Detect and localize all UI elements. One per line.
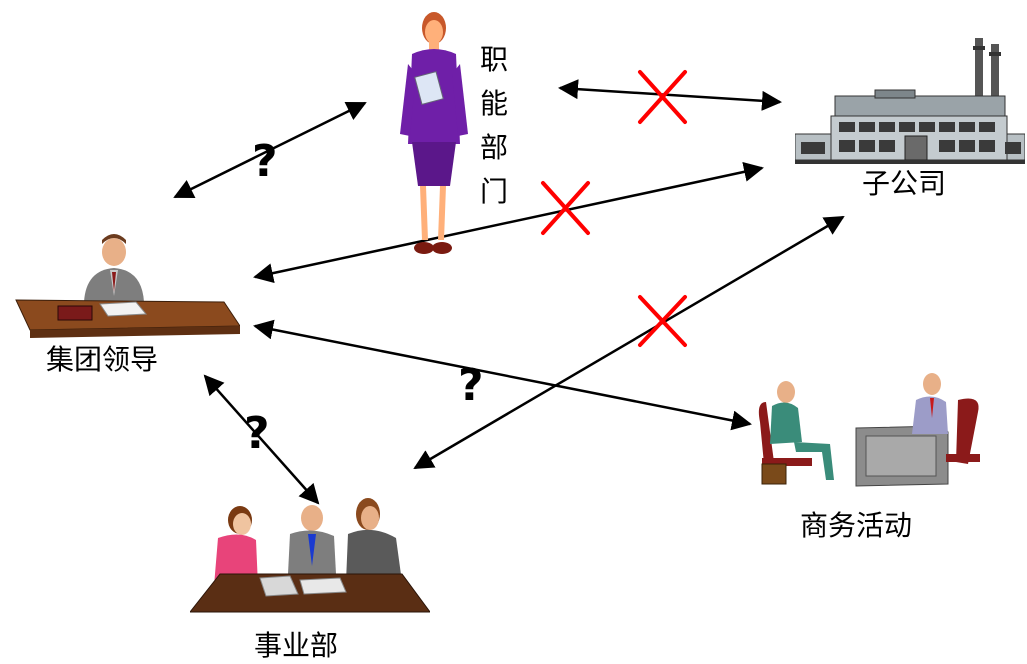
functional-dept-label-char: 能 (480, 87, 509, 120)
group-leader-label: 集团领导 (46, 343, 159, 376)
arrow-leader-division (203, 374, 320, 505)
business-meeting-icon (758, 373, 980, 487)
factory-icon (795, 38, 1025, 164)
question-mark-leader-division: ? (244, 408, 270, 459)
executive-at-desk-icon (15, 234, 240, 338)
business-division-label: 事业部 (254, 629, 339, 662)
arrow-leader-business (253, 319, 752, 431)
functional-dept-label-char: 门 (480, 175, 509, 208)
arrow-functional-subsidiary (558, 79, 782, 111)
cross-mark-functional-subsidiary (638, 70, 687, 124)
arrow-leader-functional (173, 101, 367, 199)
question-mark-leader-functional: ? (252, 136, 278, 187)
question-mark-leader-business: ? (458, 360, 484, 411)
team-meeting-icon (190, 498, 430, 613)
cross-mark-division-subsidiary (638, 295, 687, 347)
business-activity-label: 商务活动 (800, 509, 913, 542)
businesswoman-icon (400, 12, 468, 254)
functional-dept-label-char: 职 (480, 43, 509, 76)
functional-dept-label: 职 能 部 门 (480, 38, 508, 214)
arrow-leader-subsidiary (253, 162, 764, 283)
subsidiary-label: 子公司 (862, 167, 947, 200)
functional-dept-label-char: 部 (480, 131, 509, 164)
cross-mark-leader-subsidiary (541, 181, 590, 235)
